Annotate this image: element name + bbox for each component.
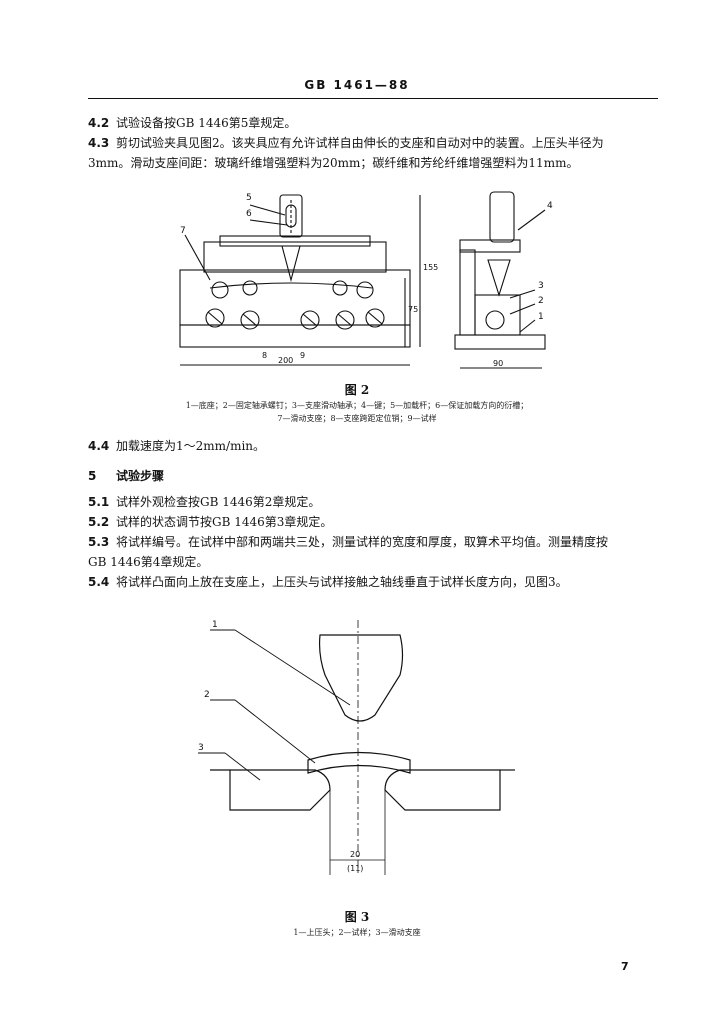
leader-3 — [224, 752, 261, 781]
leader-1 — [234, 629, 351, 706]
label-8: 8 — [262, 351, 267, 360]
bearing-block — [179, 269, 411, 326]
clause-4-2: 4.2 试验设备按GB 1446第5章规定。 — [88, 113, 660, 133]
clause-text-line2: 3mm。滑动支座间距：玻璃纤维增强塑料为20mm；碳纤维和芳纶纤维增强塑料为11… — [88, 156, 579, 170]
clause-text-line1: 剪切试验夹具见图2。该夹具应有允许试样自由伸长的支座和自动对中的装置。上压头半径… — [116, 136, 604, 150]
screw — [242, 280, 258, 296]
screw — [240, 310, 260, 330]
clause-5-1: 5.1 试样外观检查按GB 1446第2章规定。 — [88, 492, 660, 512]
dim-width: 200 — [278, 356, 293, 365]
leader-5 — [249, 204, 286, 216]
screw-slot — [337, 313, 353, 327]
clause-5-2: 5.2 试样的状态调节按GB 1446第3章规定。 — [88, 512, 660, 532]
dim-span-alt: (11) — [347, 864, 363, 873]
clause-5-3: 5.3 将试样编号。在试样中部和两端共三处，测量试样的宽度和厚度，取算术平均值。测… — [88, 532, 660, 572]
screw-slot — [207, 311, 223, 325]
screw — [205, 308, 225, 328]
loading-rod — [279, 194, 303, 238]
side-frame — [459, 249, 476, 336]
clause-number: 5.2 — [88, 515, 110, 529]
header-rule — [88, 98, 658, 99]
right-support — [384, 769, 501, 811]
dim-span: 20 — [350, 850, 360, 859]
clause-number: 4.3 — [88, 136, 110, 150]
clause-text: 将试样凸面向上放在支座上，上压头与试样接触之轴线垂直于试样长度方向，见图3。 — [116, 575, 568, 589]
upper-head — [318, 634, 404, 722]
side-screw — [485, 310, 505, 330]
label-6: 6 — [246, 209, 252, 219]
upper-head — [281, 245, 301, 283]
section-number: 5 — [88, 469, 97, 483]
dim-height-base: 75 — [408, 305, 418, 314]
legend-line1: 1—底座；2—固定轴承螺钉；3—支座滑动轴承；4—键；5—加载杆；6—保证加载方… — [185, 401, 529, 410]
clause-4-4: 4.4 加载速度为1～2mm/min。 — [88, 436, 660, 456]
label-3: 3 — [538, 281, 544, 291]
clause-text-line2: GB 1446第4章规定。 — [88, 555, 209, 569]
label-4: 4 — [547, 201, 553, 211]
left-support — [229, 769, 331, 811]
dim-side-width: 90 — [493, 359, 503, 368]
leader-7 — [184, 234, 211, 281]
screw-slot — [242, 313, 258, 327]
clause-number: 5.3 — [88, 535, 110, 549]
clause-text-line1: 将试样编号。在试样中部和两端共三处，测量试样的宽度和厚度，取算术平均值。测量精度… — [116, 535, 609, 549]
screw — [211, 281, 229, 299]
figure-3-title: 图 3 — [344, 910, 370, 924]
label-9: 9 — [300, 351, 305, 360]
label-2: 2 — [538, 296, 544, 306]
screw — [365, 308, 385, 328]
label-5: 5 — [246, 193, 252, 203]
leader-3 — [509, 289, 536, 299]
dim-height-total: 155 — [423, 263, 438, 272]
side-upper-head — [487, 259, 511, 297]
label-7: 7 — [180, 226, 186, 236]
leader-2 — [234, 699, 316, 764]
clause-text: 试样的状态调节按GB 1446第3章规定。 — [116, 515, 333, 529]
clause-5-4: 5.4 将试样凸面向上放在支座上，上压头与试样接触之轴线垂直于试样长度方向，见图3… — [88, 572, 660, 592]
clause-text: 加载速度为1～2mm/min。 — [116, 439, 266, 453]
clause-number: 4.2 — [88, 116, 110, 130]
specimen — [307, 751, 411, 774]
legend-line2: 7—滑动支座；8—支座跨距定位销；9—试样 — [277, 414, 437, 423]
side-base — [454, 334, 546, 350]
screw-slot — [302, 313, 318, 327]
label-1: 1 — [538, 312, 544, 322]
screw — [335, 310, 355, 330]
figure-2-drawing: 5 6 7 4 3 2 1 8 9 200 155 75 90 — [179, 191, 553, 369]
figure-3-legend: 1—上压头；2—试样；3—滑动支座 — [293, 928, 421, 937]
figure-2-legend: 1—底座；2—固定轴承螺钉；3—支座滑动轴承；4—键；5—加载杆；6—保证加载方… — [0, 399, 714, 425]
label-3: 3 — [198, 743, 204, 753]
base-plate — [179, 324, 411, 348]
section-title-text: 试验步骤 — [116, 469, 165, 483]
specimen — [209, 282, 373, 289]
screw — [332, 280, 348, 296]
side-loading-rod — [489, 191, 515, 243]
top-frame — [203, 241, 387, 273]
leader-4 — [517, 209, 546, 231]
page-header: GB 1461—88 — [304, 78, 410, 92]
clause-4-3: 4.3 剪切试验夹具见图2。该夹具应有允许试样自由伸长的支座和自动对中的装置。上压… — [88, 133, 660, 173]
screw — [356, 281, 374, 299]
page-number: 7 — [621, 960, 629, 973]
clause-number: 4.4 — [88, 439, 110, 453]
figure-3-drawing: 1 2 3 20 (11) — [198, 620, 515, 875]
leader-1 — [519, 319, 536, 333]
clause-text: 试验设备按GB 1446第5章规定。 — [116, 116, 297, 130]
screw-slot — [367, 311, 383, 325]
leader-6 — [249, 219, 288, 226]
clause-text: 试样外观检查按GB 1446第2章规定。 — [116, 495, 321, 509]
leader-2 — [509, 303, 536, 315]
clause-number: 5.1 — [88, 495, 110, 509]
groove — [285, 204, 297, 228]
label-2: 2 — [204, 690, 210, 700]
section-5-title: 5 试验步骤 — [88, 467, 164, 484]
clause-number: 5.4 — [88, 575, 110, 589]
figure-2-title: 图 2 — [344, 383, 370, 397]
label-1: 1 — [212, 620, 218, 630]
side-block — [474, 294, 521, 336]
screw — [300, 310, 320, 330]
